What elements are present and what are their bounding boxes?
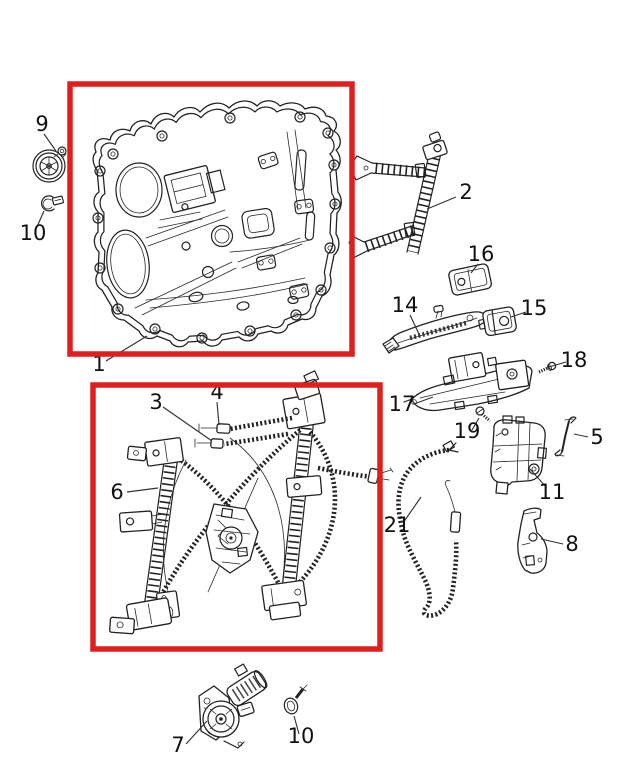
callout-10-top: 10 — [20, 221, 47, 245]
highlight-box-regulator — [90, 382, 383, 652]
grommet-cap-drawing — [32, 146, 67, 183]
callout-15: 15 — [521, 296, 548, 320]
callout-11: 11 — [539, 480, 566, 504]
retainer-clip-bottom-drawing — [283, 684, 308, 715]
regulator-cable-3 — [194, 431, 289, 449]
window-motor-drawing — [198, 663, 268, 749]
door-latch-drawing — [490, 415, 548, 495]
screw-18-drawing — [538, 361, 557, 374]
callout-2: 2 — [459, 180, 472, 204]
regulator-drum-plate — [205, 503, 259, 574]
door-handle-drawing — [382, 304, 487, 354]
panel-openings — [106, 149, 316, 311]
handle-end-cap-drawing — [478, 306, 517, 337]
callout-5: 5 — [590, 425, 603, 449]
panel-bosses — [255, 151, 315, 300]
highlight-box-panel — [67, 81, 355, 357]
callout-1: 1 — [92, 352, 105, 376]
regulator-right-rail — [261, 370, 326, 621]
callout-8: 8 — [565, 532, 578, 556]
handle-bezel-drawing — [448, 263, 492, 296]
door-module-panel-drawing — [92, 100, 342, 348]
callout-10-bottom: 10 — [288, 724, 315, 748]
panel-screw-holes — [92, 111, 341, 344]
callout-14: 14 — [392, 293, 419, 317]
callout-21: 21 — [384, 513, 411, 537]
callout-9: 9 — [35, 112, 48, 136]
latch-cable-drawing — [396, 440, 462, 618]
callout-6: 6 — [110, 480, 123, 504]
callout-3: 3 — [149, 390, 162, 414]
regulator-cable-4 — [198, 415, 293, 434]
callout-18: 18 — [561, 348, 588, 372]
lock-rod-drawing — [554, 416, 577, 457]
screw-19-drawing — [475, 406, 491, 423]
regulator-left-rail — [109, 437, 184, 635]
callout-7: 7 — [171, 733, 184, 757]
callout-16: 16 — [468, 242, 495, 266]
leader-lines — [35, 133, 589, 745]
latch-bracket-drawing — [517, 507, 548, 574]
handle-carrier-drawing — [403, 352, 533, 412]
retainer-clip-top-drawing — [40, 195, 64, 212]
callout-19: 19 — [454, 419, 481, 443]
callout-17: 17 — [389, 392, 416, 416]
panel-actuator-module — [163, 165, 226, 214]
window-regulator-drawing — [109, 370, 394, 635]
channel-bracket-drawing — [348, 131, 448, 259]
